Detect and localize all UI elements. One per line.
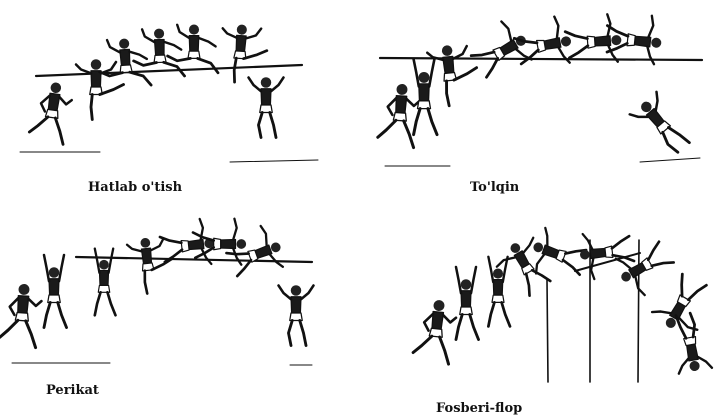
upright-3	[638, 240, 639, 382]
caption-roll: Perikat	[46, 383, 99, 398]
caption-wave: To'lqin	[470, 180, 519, 195]
caption-flop: Fosberi-flop	[436, 401, 522, 416]
caption-scissors: Hatlab o'tish	[88, 180, 182, 195]
upright-1	[547, 280, 548, 382]
